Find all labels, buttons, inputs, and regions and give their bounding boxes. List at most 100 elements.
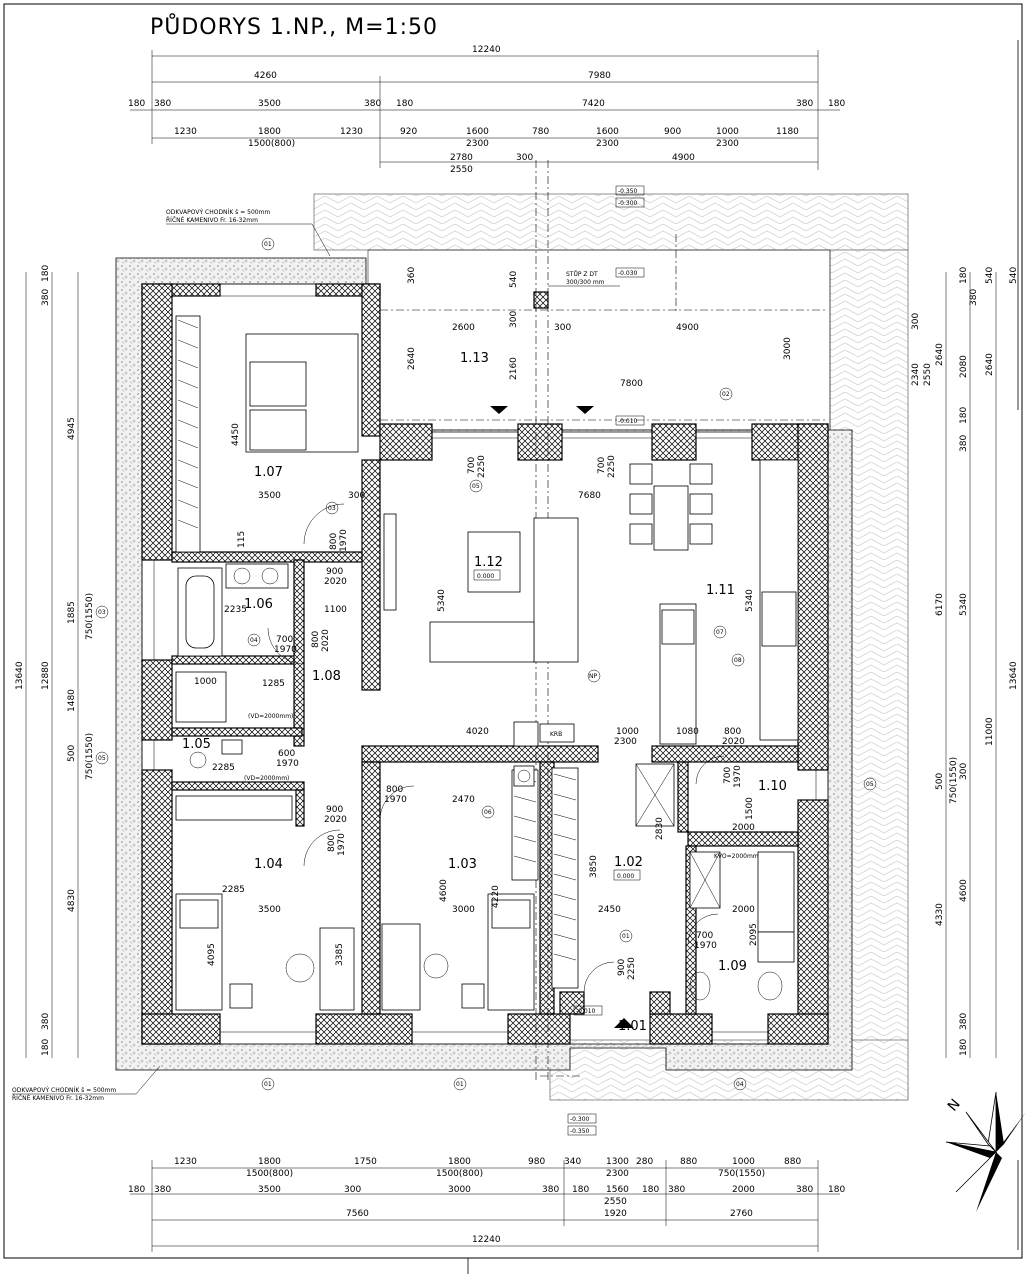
svg-text:4945: 4945 xyxy=(67,417,77,440)
windows xyxy=(141,283,829,1045)
svg-text:N: N xyxy=(945,1096,964,1114)
svg-text:3850: 3850 xyxy=(589,855,599,878)
svg-text:1480: 1480 xyxy=(67,689,77,712)
svg-text:7560: 7560 xyxy=(346,1209,369,1219)
north-arrow-icon: N xyxy=(945,1091,1026,1212)
svg-text:2300: 2300 xyxy=(716,139,739,149)
svg-text:12240: 12240 xyxy=(472,1235,501,1245)
svg-text:01: 01 xyxy=(622,933,630,940)
svg-text:5340: 5340 xyxy=(437,589,447,612)
svg-text:180: 180 xyxy=(959,267,969,284)
svg-text:2640: 2640 xyxy=(935,343,945,366)
svg-text:380: 380 xyxy=(959,435,969,452)
svg-text:800: 800 xyxy=(311,631,321,648)
svg-text:300: 300 xyxy=(509,311,519,328)
svg-text:1000: 1000 xyxy=(194,677,217,687)
element-tags: 01 01 01 02 03 04 05 05 03 04 05 01 06 0… xyxy=(95,237,877,1091)
svg-text:01: 01 xyxy=(264,241,272,248)
svg-text:2250: 2250 xyxy=(607,455,617,478)
svg-text:2640: 2640 xyxy=(407,347,417,370)
svg-text:980: 980 xyxy=(528,1157,545,1167)
svg-text:0.000: 0.000 xyxy=(477,573,494,580)
svg-text:540: 540 xyxy=(1009,267,1019,284)
svg-text:5340: 5340 xyxy=(745,589,755,612)
svg-text:300: 300 xyxy=(516,153,533,163)
svg-text:1100: 1100 xyxy=(324,605,347,615)
svg-text:1230: 1230 xyxy=(174,1157,197,1167)
svg-text:700: 700 xyxy=(597,457,607,474)
svg-text:380: 380 xyxy=(41,1013,51,1030)
entrance-arrow xyxy=(614,1018,634,1028)
svg-text:180: 180 xyxy=(41,265,51,282)
svg-text:750(1550): 750(1550) xyxy=(85,593,95,640)
note-gravel-3: ODKVAPOVÝ CHODNÍK š = 500mm xyxy=(12,1087,116,1094)
svg-text:2550: 2550 xyxy=(604,1197,627,1207)
svg-text:1920: 1920 xyxy=(604,1209,627,1219)
svg-text:7980: 7980 xyxy=(588,71,611,81)
svg-text:300: 300 xyxy=(911,313,921,330)
svg-text:1180: 1180 xyxy=(776,127,799,137)
svg-text:380: 380 xyxy=(668,1185,685,1195)
svg-text:-0.010: -0.010 xyxy=(618,418,638,425)
svg-text:4260: 4260 xyxy=(254,71,277,81)
svg-text:300: 300 xyxy=(348,491,365,501)
dimension-lines xyxy=(25,50,997,1252)
svg-text:6170: 6170 xyxy=(935,593,945,616)
svg-text:2550: 2550 xyxy=(450,165,473,175)
svg-text:180: 180 xyxy=(828,99,845,109)
note-kvo: KVO=2000mm xyxy=(714,853,759,860)
svg-text:1970: 1970 xyxy=(276,759,299,769)
svg-text:750(1550): 750(1550) xyxy=(85,733,95,780)
svg-text:1970: 1970 xyxy=(384,795,407,805)
svg-text:180: 180 xyxy=(642,1185,659,1195)
svg-text:2340: 2340 xyxy=(911,363,921,386)
svg-text:2300: 2300 xyxy=(466,139,489,149)
svg-text:360: 360 xyxy=(407,267,417,284)
svg-text:1500(800): 1500(800) xyxy=(436,1169,483,1179)
furniture xyxy=(175,315,799,1011)
svg-text:1800: 1800 xyxy=(258,1157,281,1167)
svg-text:4330: 4330 xyxy=(935,903,945,926)
room-1-01: 1.01 xyxy=(618,1019,647,1034)
svg-text:4600: 4600 xyxy=(439,879,449,902)
svg-text:1000: 1000 xyxy=(716,127,739,137)
room-1-09: 1.09 xyxy=(718,959,747,974)
svg-text:880: 880 xyxy=(680,1157,697,1167)
room-1-13: 1.13 xyxy=(460,351,489,366)
svg-text:1080: 1080 xyxy=(676,727,699,737)
svg-text:2250: 2250 xyxy=(477,455,487,478)
svg-text:3500: 3500 xyxy=(258,491,281,501)
svg-text:180: 180 xyxy=(128,1185,145,1195)
svg-text:13640: 13640 xyxy=(1009,661,1019,690)
svg-text:1500(800): 1500(800) xyxy=(246,1169,293,1179)
svg-text:2640: 2640 xyxy=(985,353,995,376)
svg-text:NP: NP xyxy=(589,673,597,680)
svg-text:700: 700 xyxy=(276,635,293,645)
right-dimensions: 180 380 540 540 300 2340 2550 2640 2080 … xyxy=(911,267,1019,1056)
svg-text:2020: 2020 xyxy=(324,815,347,825)
svg-text:380: 380 xyxy=(796,1185,813,1195)
svg-text:2160: 2160 xyxy=(509,357,519,380)
svg-text:2780: 2780 xyxy=(450,153,473,163)
svg-text:3000: 3000 xyxy=(448,1185,471,1195)
svg-text:7420: 7420 xyxy=(582,99,605,109)
svg-text:2830: 2830 xyxy=(655,817,665,840)
svg-text:900: 900 xyxy=(617,959,627,976)
top-dimensions: 12240 4260 7980 180 380 3500 380 180 742… xyxy=(128,45,845,175)
room-1-07: 1.07 xyxy=(254,465,283,480)
svg-text:750(1550): 750(1550) xyxy=(949,757,959,804)
svg-text:-0.010: -0.010 xyxy=(576,1008,596,1015)
svg-text:750(1550): 750(1550) xyxy=(718,1169,765,1179)
svg-text:4450: 4450 xyxy=(231,423,241,446)
room-1-04: 1.04 xyxy=(254,857,283,872)
svg-text:3385: 3385 xyxy=(335,943,345,966)
svg-text:3000: 3000 xyxy=(452,905,475,915)
svg-text:2285: 2285 xyxy=(222,885,245,895)
interior-walls xyxy=(171,459,799,1015)
svg-text:180: 180 xyxy=(959,407,969,424)
svg-text:2285: 2285 xyxy=(212,763,235,773)
level-marks: -0.350 -0.300 -0.030 -0.010 -0.010 -0.30… xyxy=(567,185,645,1136)
svg-text:2095: 2095 xyxy=(749,923,759,946)
svg-text:1230: 1230 xyxy=(174,127,197,137)
bottom-dimensions: 1230 1800 1500(800) 1750 1800 1500(800) … xyxy=(128,1157,845,1245)
